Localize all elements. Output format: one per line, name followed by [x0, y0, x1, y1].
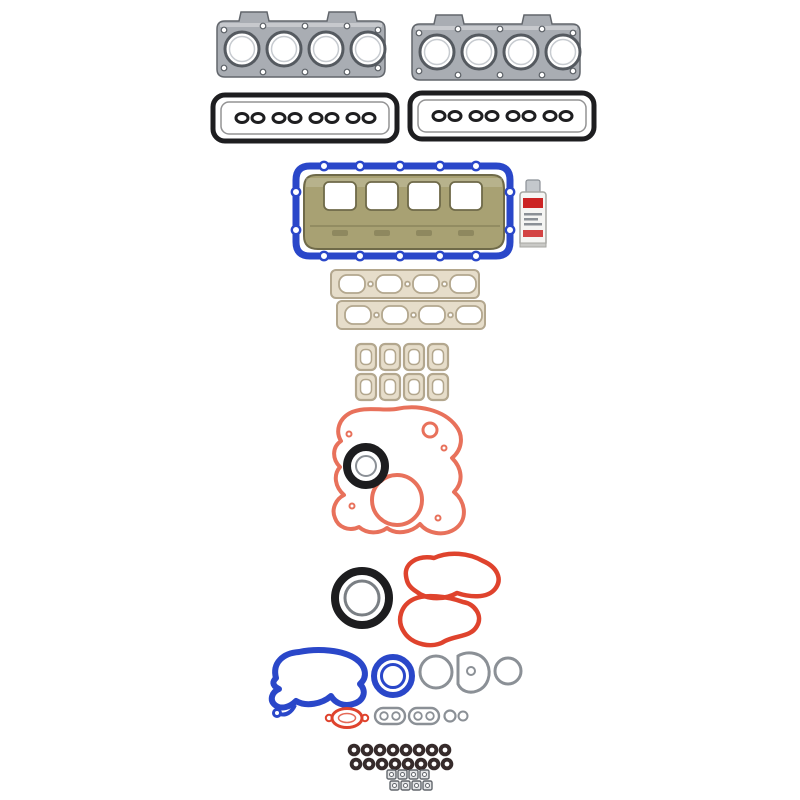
small-gaskets	[373, 706, 469, 726]
port-gasket-row-2	[354, 372, 450, 402]
sealant-cap	[525, 179, 541, 194]
timing-gasket-outline	[331, 405, 466, 536]
intake-ports	[338, 274, 477, 294]
port-gasket	[354, 372, 378, 402]
head-gasket-right	[410, 13, 582, 82]
timing-bolt-holes	[345, 430, 448, 522]
oil-pan-bolt-holes	[290, 160, 516, 262]
small-gasket-2	[407, 706, 441, 726]
small-gasket-1	[373, 706, 407, 726]
thermostat-gasket	[324, 707, 370, 729]
port-gasket	[402, 372, 426, 402]
valve-seal-row-2	[349, 757, 454, 771]
port-gasket	[378, 372, 402, 402]
o-ring-medium	[493, 656, 523, 686]
o-ring-small-2	[457, 710, 469, 722]
crank-opening	[370, 473, 424, 527]
front-cover-gasket	[268, 647, 368, 718]
bracket-gasket-hole	[466, 666, 476, 676]
front-cover-tab-hole	[272, 708, 282, 718]
port-gasket	[378, 342, 402, 372]
intake-gasket-upper	[330, 269, 480, 299]
valve-cover-gasket-right	[410, 93, 594, 139]
port-gasket	[426, 372, 450, 402]
intake-gasket-lower	[336, 300, 486, 330]
intake-ports	[344, 305, 483, 325]
port-gasket	[354, 342, 378, 372]
sealant-label-text-lines	[524, 213, 542, 226]
valve-stem-seals	[347, 743, 454, 771]
sealant-tube	[519, 179, 547, 248]
valve-seal-row-1	[347, 743, 452, 757]
oil-pan-gasket-assembly	[290, 160, 516, 262]
o-ring-large	[418, 654, 454, 690]
oil-pan-gasket	[292, 162, 514, 260]
o-ring-small-1	[443, 709, 457, 723]
timing-small-hole	[421, 421, 439, 439]
head-gasket-left	[215, 10, 387, 79]
shim-washers	[386, 769, 433, 791]
windage-tray-openings	[323, 181, 483, 211]
windage-tray-louvers	[332, 230, 474, 236]
front-cover-outline	[268, 647, 368, 711]
sealant-lower-band	[523, 230, 543, 237]
gray-seal-group	[418, 651, 523, 694]
cam-seal	[343, 443, 389, 489]
windage-tray-highlight	[306, 178, 502, 187]
bracket-gasket	[456, 651, 491, 694]
water-pump-gasket-lower	[397, 593, 482, 648]
washer-row-1	[386, 769, 430, 780]
washer-row-2	[389, 780, 433, 791]
port-gasket-row-1	[354, 342, 450, 372]
water-pump-gaskets	[397, 551, 501, 648]
port-gasket	[402, 342, 426, 372]
rear-main-seal	[331, 567, 393, 629]
sealant-crimp	[519, 242, 547, 248]
port-gasket	[426, 342, 450, 372]
water-pump-gasket-upper	[403, 551, 501, 601]
timing-cover-gasket	[331, 405, 466, 536]
round-seal-blue	[371, 654, 415, 698]
sealant-label-red	[523, 198, 543, 208]
valve-cover-gasket-left	[213, 95, 397, 141]
